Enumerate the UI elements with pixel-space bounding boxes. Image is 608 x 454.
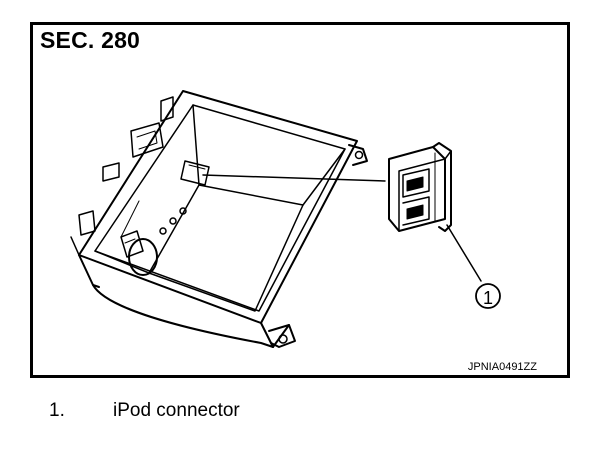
figure-code: JPNIA0491ZZ <box>467 361 537 373</box>
console-box-diagram: 1 <box>70 90 501 348</box>
callout-circle <box>475 283 501 309</box>
leader-line-slot <box>202 174 386 182</box>
console-box <box>70 90 368 348</box>
figure-frame: SEC. 280 <box>30 22 570 378</box>
leader-line-callout <box>446 224 482 282</box>
legend-number: 1. <box>49 400 65 421</box>
section-label: SEC. 280 <box>40 27 141 53</box>
legend-text: iPod connector <box>113 400 240 421</box>
callout-number: 1 <box>483 288 493 308</box>
ipod-connector-part <box>388 142 452 232</box>
